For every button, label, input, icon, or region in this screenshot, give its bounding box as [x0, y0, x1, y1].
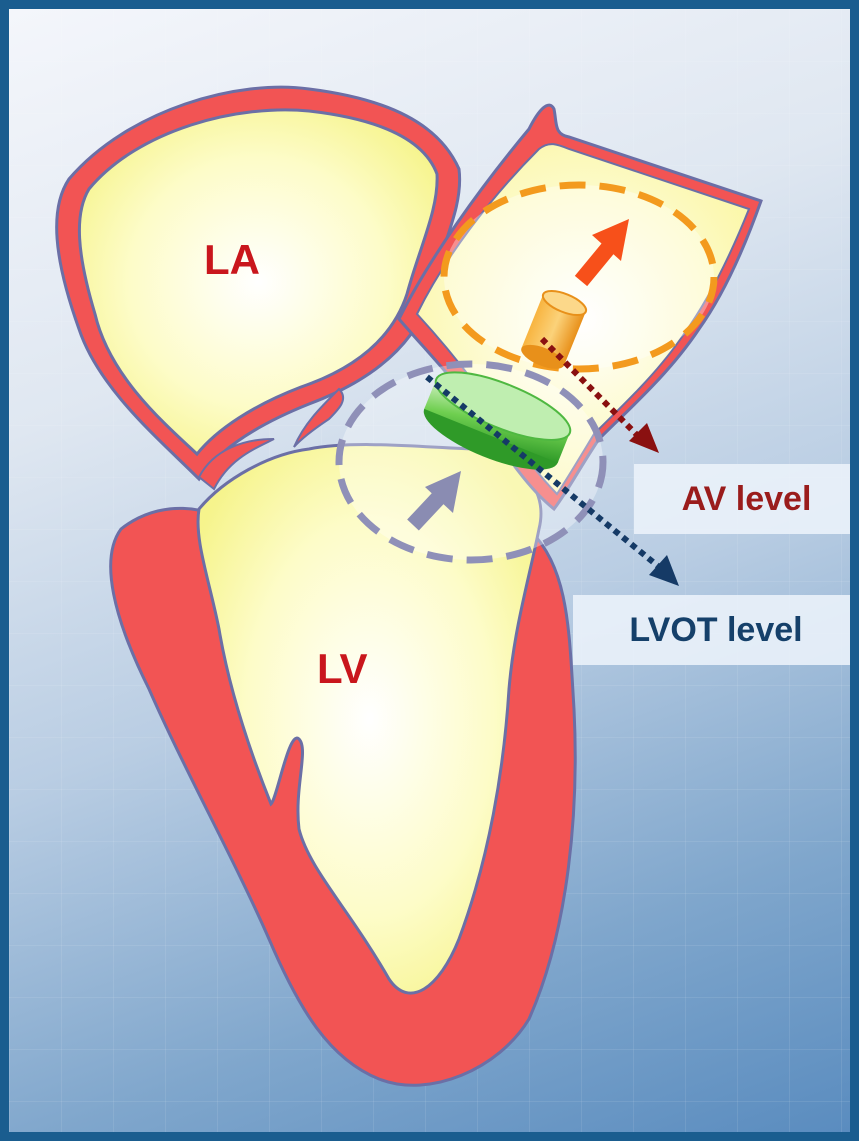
- lv-label: LV: [317, 645, 368, 692]
- av-level-label: AV level: [634, 464, 859, 534]
- la-label: LA: [204, 236, 260, 283]
- lvot-level-label: LVOT level: [573, 595, 859, 665]
- heart-diagram: LA LV: [9, 9, 859, 1141]
